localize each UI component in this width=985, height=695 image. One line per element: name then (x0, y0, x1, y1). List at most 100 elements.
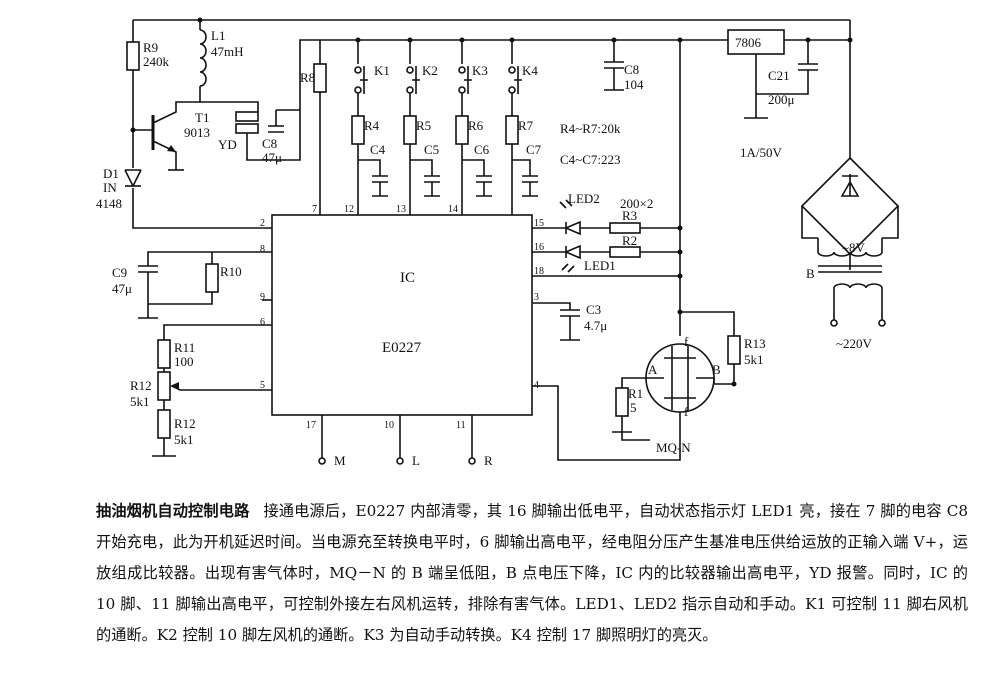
svg-text:L: L (412, 453, 420, 468)
svg-text:9: 9 (260, 292, 265, 303)
svg-text:f: f (684, 334, 689, 349)
bridge-rectifier (800, 156, 900, 270)
resistor-r1: R1 5 (612, 377, 650, 441)
svg-text:MQ-N: MQ-N (656, 440, 691, 455)
resistor-r8: R8 (300, 40, 327, 215)
divider-r11-r12: R11 100 R12 5k1 R12 5k1 (130, 324, 272, 457)
value-notes: R4~R7:20k C4~C7:223 (560, 121, 621, 167)
regulator-7806: 7806 1A/50V (727, 29, 785, 160)
svg-text:4148: 4148 (96, 196, 122, 211)
capacitor-c21: C21 200μ (756, 40, 818, 107)
svg-text:3: 3 (534, 292, 539, 303)
svg-text:R12: R12 (174, 416, 196, 431)
transistor-t1: T1 9013 (130, 101, 210, 171)
svg-text:R13: R13 (744, 336, 766, 351)
svg-text:LED2: LED2 (568, 191, 600, 206)
svg-text:5: 5 (260, 380, 265, 391)
svg-text:C21: C21 (768, 68, 790, 83)
svg-text:C3: C3 (586, 302, 601, 317)
svg-text:~220V: ~220V (836, 336, 873, 351)
svg-text:200×2: 200×2 (620, 196, 653, 211)
svg-text:104: 104 (624, 77, 644, 92)
svg-text:5k1: 5k1 (744, 352, 764, 367)
switch-k2-branch: K2 R5 C5 (403, 40, 440, 215)
circuit-schematic: R9 240k L1 47mH T1 9013 YD C8 47μ (96, 17, 900, 468)
right-rail (677, 40, 735, 384)
svg-text:5k1: 5k1 (174, 432, 194, 447)
svg-text:R9: R9 (143, 40, 158, 55)
svg-text:C6: C6 (474, 142, 490, 157)
capacitor-c8-104: C8 104 (604, 40, 644, 92)
led-indicators: LED2 LED1 200×2 R3 R2 (532, 191, 680, 277)
svg-text:C7: C7 (526, 142, 542, 157)
resistor-r9: R9 240k (126, 20, 170, 130)
svg-text:R4: R4 (364, 118, 380, 133)
svg-text:R1: R1 (628, 386, 643, 401)
svg-text:C8: C8 (624, 62, 639, 77)
switch-k3-branch: K3 R6 C6 (455, 40, 492, 215)
caption-title: 抽油烟机自动控制电路 (96, 502, 250, 520)
svg-text:A: A (648, 362, 658, 377)
svg-text:18: 18 (534, 266, 544, 277)
svg-text:B: B (712, 362, 721, 377)
svg-text:14: 14 (448, 204, 458, 215)
svg-text:~8V: ~8V (842, 240, 866, 255)
svg-text:IC: IC (400, 270, 415, 286)
switch-k1-branch: K1 R4 C4 (351, 40, 390, 215)
svg-text:R8: R8 (300, 70, 315, 85)
ic-e0227: IC E0227 2 8 9 6 5 7 12 13 14 15 16 18 3… (260, 204, 544, 431)
svg-text:R12: R12 (130, 378, 152, 393)
svg-text:R5: R5 (416, 118, 431, 133)
svg-text:7: 7 (312, 204, 317, 215)
svg-text:K3: K3 (472, 63, 488, 78)
caption: 抽油烟机自动控制电路接通电源后，E0227 内部清零，其 16 脚输出低电平，自… (96, 496, 968, 651)
svg-text:6: 6 (260, 317, 265, 328)
svg-text:B: B (806, 266, 815, 281)
svg-text:47μ: 47μ (112, 281, 132, 296)
svg-text:2: 2 (260, 218, 265, 229)
capacitor-c8-47u: C8 47μ (262, 109, 300, 165)
svg-text:R2: R2 (622, 233, 637, 248)
capacitor-c3: C3 4.7μ (532, 302, 607, 341)
switch-k4-branch: K4 R7 C7 (505, 40, 542, 215)
caption-body: 接通电源后，E0227 内部清零，其 16 脚输出低电平，自动状态指示灯 LED… (96, 502, 968, 644)
svg-text:K4: K4 (522, 63, 538, 78)
svg-text:8: 8 (260, 244, 265, 255)
svg-text:4.7μ: 4.7μ (584, 318, 607, 333)
inductor-l1: L1 47mH (199, 20, 259, 112)
svg-text:f: f (684, 404, 689, 419)
gas-sensor-mq-n: A B f f MQ-N (532, 334, 737, 461)
svg-text:R11: R11 (174, 340, 195, 355)
svg-text:K2: K2 (422, 63, 438, 78)
output-terminals: M L R (318, 415, 493, 468)
svg-text:10: 10 (384, 420, 394, 431)
svg-text:9013: 9013 (184, 125, 210, 140)
buzzer-yd: YD (218, 39, 320, 161)
svg-text:100: 100 (174, 354, 194, 369)
svg-text:47μ: 47μ (262, 150, 282, 165)
svg-text:M: M (334, 453, 346, 468)
svg-text:T1: T1 (195, 110, 209, 125)
capacitor-c9-resistor-r10: C9 47μ R10 (112, 251, 272, 319)
svg-text:15: 15 (534, 218, 544, 229)
svg-text:200μ: 200μ (768, 92, 795, 107)
svg-text:13: 13 (396, 204, 406, 215)
svg-text:16: 16 (534, 242, 544, 253)
svg-text:5: 5 (630, 400, 637, 415)
svg-text:C9: C9 (112, 265, 127, 280)
svg-text:1A/50V: 1A/50V (740, 145, 783, 160)
svg-text:E0227: E0227 (382, 340, 422, 356)
svg-text:C5: C5 (424, 142, 439, 157)
svg-text:R3: R3 (622, 208, 637, 223)
svg-text:12: 12 (344, 204, 354, 215)
svg-text:C8: C8 (262, 136, 277, 151)
svg-text:LED1: LED1 (584, 258, 616, 273)
svg-text:R6: R6 (468, 118, 484, 133)
diode-d1: D1 IN 4148 (96, 130, 272, 229)
svg-text:D1: D1 (103, 166, 119, 181)
svg-text:C4: C4 (370, 142, 386, 157)
svg-text:5k1: 5k1 (130, 394, 150, 409)
svg-text:R10: R10 (220, 264, 242, 279)
svg-text:17: 17 (306, 420, 316, 431)
svg-text:R: R (484, 453, 493, 468)
